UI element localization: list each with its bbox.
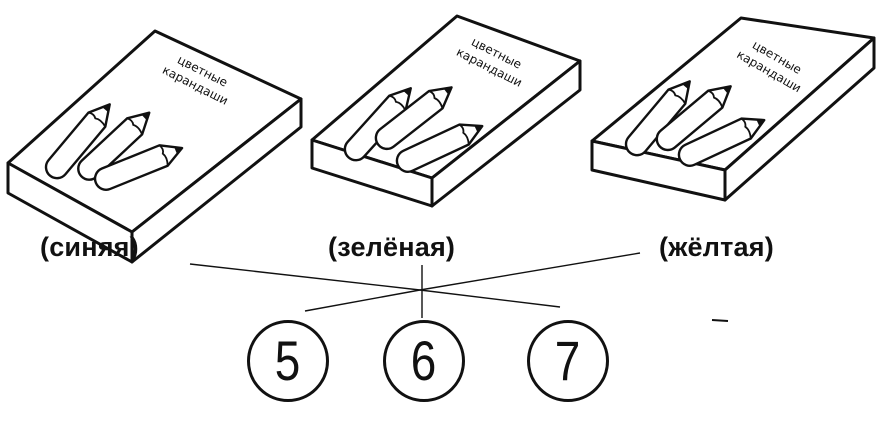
number-circle-7: 7 — [527, 320, 609, 402]
number-circle-5: 5 — [247, 320, 329, 402]
number-label: 7 — [555, 329, 581, 392]
box-caption-green: (зелёная) — [328, 232, 456, 262]
match-line — [419, 289, 561, 308]
box-caption-blue: (синяя) — [40, 232, 139, 262]
matching-lines — [189, 252, 729, 322]
pencil-box-blue: цветные карандаши — [6, 29, 303, 264]
match-line — [189, 263, 421, 291]
stray-mark — [711, 319, 729, 322]
number-label: 5 — [275, 329, 301, 392]
box-caption-yellow: (жёлтая) — [659, 232, 774, 262]
number-circle-6: 6 — [383, 320, 465, 402]
number-label: 6 — [411, 329, 437, 392]
match-line — [304, 289, 421, 312]
pencil-box-green: цветные карандаши — [310, 14, 582, 208]
match-line — [419, 252, 641, 291]
pencil-box-yellow: цветные карандаши — [590, 16, 876, 202]
